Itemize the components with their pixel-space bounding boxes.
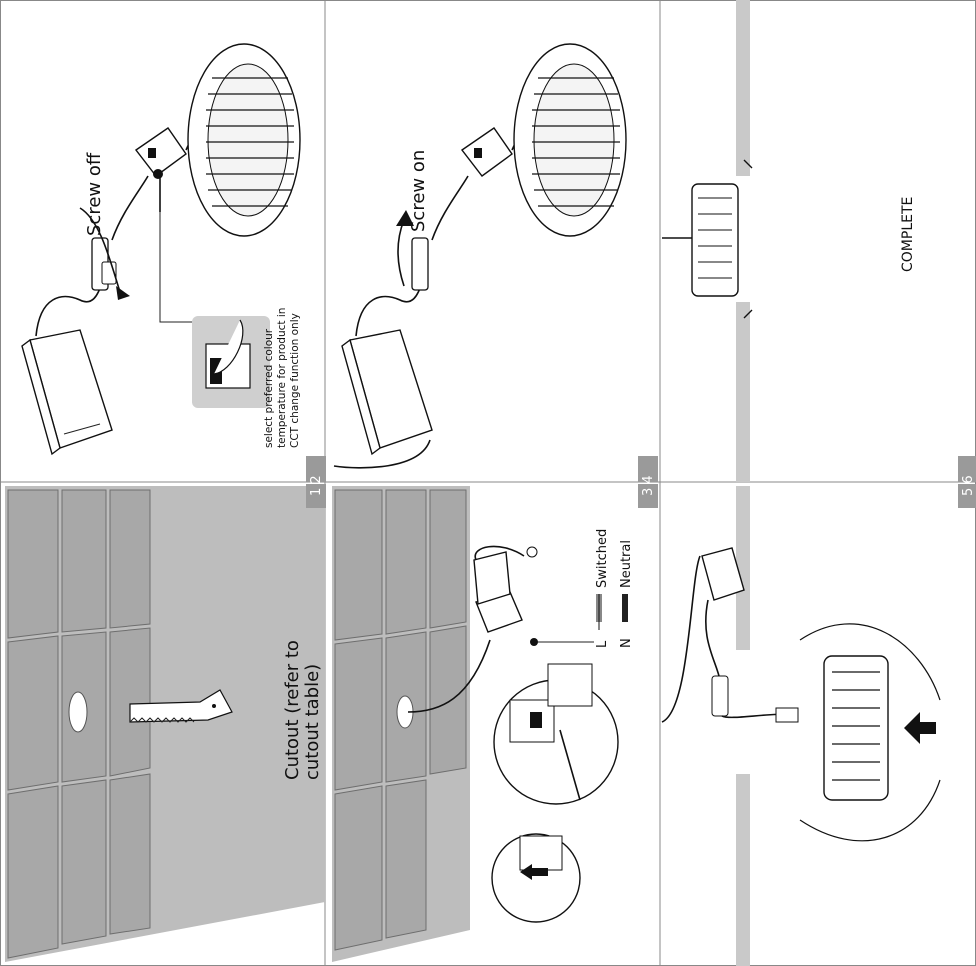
step-number-1-2: 1 2 xyxy=(309,475,324,496)
select-note-2: temperature for product in xyxy=(276,308,288,448)
switched-letter: L xyxy=(595,640,610,648)
wire-legend: L Switched N Neutral xyxy=(595,529,634,648)
step2-panel: Screw off select preferred colour temper… xyxy=(22,44,301,454)
step3-ceiling-panel: L Switched N Neutral xyxy=(332,486,634,962)
cutout-label: Cutout (refer to xyxy=(282,640,303,780)
terminal-driver xyxy=(474,547,537,632)
step4-panel: Screw on xyxy=(334,44,626,468)
driver-box xyxy=(22,330,112,454)
connector xyxy=(92,238,116,290)
step-number-5-6: 5 6 xyxy=(961,475,976,496)
select-note-1: select preferred colour xyxy=(263,328,275,448)
select-note-3: CCT change function only xyxy=(289,313,301,448)
switched-label: Switched xyxy=(595,529,610,588)
screw-on-label: Screw on xyxy=(408,150,429,232)
step-tab-5-6: 5 6 xyxy=(958,456,976,508)
step-tab-1-2: 1 2 xyxy=(306,456,326,508)
wiring-detail-circle xyxy=(494,664,618,804)
rotate-arrow-on xyxy=(398,220,404,286)
cutout-label-2: cutout table) xyxy=(302,664,323,780)
cutout-hole xyxy=(69,692,87,732)
strip-detail-circle xyxy=(492,834,580,922)
step6-panel: COMPLETE xyxy=(662,0,916,482)
downlight xyxy=(188,44,300,236)
step-tab-3-4: 3 4 xyxy=(638,456,658,508)
step5-panel xyxy=(662,486,940,966)
switch-detail-icon xyxy=(192,316,270,408)
complete-label: COMPLETE xyxy=(900,197,916,272)
cct-switch-box xyxy=(136,128,186,179)
neutral-label: Neutral xyxy=(619,540,634,588)
insert-arrow-icon xyxy=(904,712,936,744)
screw-off-label: Screw off xyxy=(84,152,105,236)
step-number-3-4: 3 4 xyxy=(641,475,656,496)
cable xyxy=(36,282,102,336)
step1-ceiling-panel: Cutout (refer to cutout table) xyxy=(5,486,325,962)
neutral-letter: N xyxy=(619,638,634,648)
